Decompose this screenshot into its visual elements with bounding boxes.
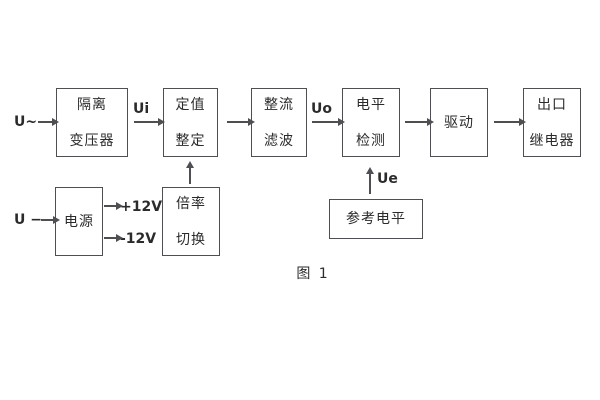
block-driver: 驱动: [430, 88, 488, 157]
arrow-driver-to-relay-icon: [494, 121, 519, 123]
block-rectifier-filter: 整流 滤波: [251, 88, 307, 157]
block-power-supply: 电源: [55, 187, 103, 256]
block-value-setting: 定值 整定: [163, 88, 218, 157]
block-ratio-switch: 倍率 切换: [162, 187, 220, 256]
block-label: 倍率: [176, 195, 206, 212]
label-uo: Uo: [311, 101, 332, 117]
block-label: 定值: [175, 96, 206, 113]
block-label: 出口: [537, 96, 567, 113]
block-label: 变压器: [69, 132, 115, 149]
arrow-setting-to-rectifier-icon: [227, 121, 248, 123]
block-level-detection: 电平 检测: [342, 88, 400, 157]
figure-caption: 图 1: [296, 266, 330, 282]
dc-input-arrow-icon: [41, 219, 53, 221]
label-ui: Ui: [133, 101, 150, 117]
arrow-ratio-to-setting-icon: [186, 161, 193, 184]
block-label: 继电器: [529, 132, 575, 149]
label-ac-input: U~: [14, 114, 38, 130]
block-output-relay: 出口 继电器: [523, 88, 581, 157]
minus-12v-arrow-icon: [104, 237, 116, 239]
arrow-iso-to-setting-icon: [134, 121, 158, 123]
arrow-rectifier-to-level-icon: [312, 121, 338, 123]
label-minus-12v: -12V: [120, 231, 157, 247]
block-label: 滤波: [264, 132, 294, 149]
block-label: 驱动: [444, 114, 474, 131]
block-label: 电平: [356, 96, 386, 113]
block-reference-level: 参考电平: [329, 199, 423, 239]
block-label: 电源: [64, 213, 94, 230]
arrow-reference-to-level-icon: [366, 167, 373, 194]
block-label: 切换: [176, 231, 206, 248]
label-plus-12v: +12V: [120, 199, 163, 215]
block-label: 隔离: [77, 96, 107, 113]
block-label: 整流: [264, 96, 294, 113]
block-label: 参考电平: [346, 211, 406, 227]
ac-input-arrow-icon: [38, 121, 52, 123]
label-ue: Ue: [377, 171, 398, 187]
block-label: 整定: [175, 132, 206, 149]
label-dc-input: U −: [14, 212, 42, 228]
block-label: 检测: [356, 132, 386, 149]
arrow-level-to-driver-icon: [405, 121, 427, 123]
block-isolation-transformer: 隔离 变压器: [56, 88, 128, 157]
plus-12v-arrow-icon: [104, 205, 116, 207]
